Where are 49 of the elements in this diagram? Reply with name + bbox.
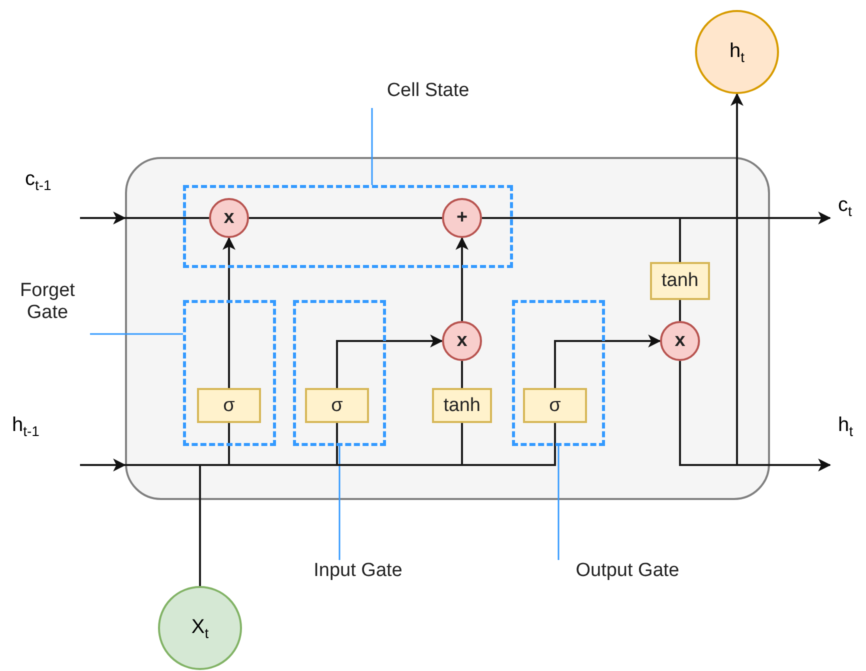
leader-line: [90, 333, 183, 335]
arrow: [222, 236, 236, 388]
connector-line: [249, 217, 442, 219]
gate-region: [293, 300, 386, 446]
activation-box: [432, 388, 492, 423]
activation-box: [305, 388, 369, 423]
connector-line: [679, 300, 681, 321]
leader-line: [338, 446, 340, 560]
gate-label: Forget Gate: [19, 280, 76, 324]
operation-circle: [442, 321, 482, 361]
connector-line: [482, 217, 681, 262]
activation-box: [650, 262, 710, 300]
gate-region: [512, 300, 605, 446]
operator-label: x: [224, 207, 234, 229]
operator-label: x: [456, 330, 468, 352]
function-label: σ: [331, 394, 343, 416]
gate-region: [183, 300, 276, 446]
operation-circle: [209, 198, 249, 238]
gate-label: Cell State: [386, 80, 470, 102]
arrow: [80, 458, 126, 472]
state-label: h$_{t}$: [838, 414, 854, 436]
leader-line: [558, 446, 560, 560]
operator-label: +: [456, 207, 468, 229]
cell-background: [125, 157, 770, 500]
connector-line: [124, 422, 556, 587]
state-label: c$_{t-1}$: [25, 168, 52, 190]
activation-box: [197, 388, 261, 423]
arrow: [554, 334, 662, 388]
arrow: [456, 236, 468, 321]
operation-circle: [442, 198, 482, 238]
arrow: [336, 334, 444, 388]
leader-line: [371, 108, 373, 185]
gate-region: [183, 185, 513, 268]
function-label: σ: [223, 394, 235, 416]
state-label: h$_{t}$: [729, 40, 744, 64]
gate-label: Input Gate: [314, 560, 402, 582]
state-label: h$_{t-1}$: [12, 414, 40, 436]
operation-circle: [660, 321, 700, 361]
activation-box: [523, 388, 587, 423]
state-label: X$_{t}$: [191, 616, 209, 640]
function-label: σ: [549, 394, 561, 416]
connector-line: [461, 361, 463, 388]
function-label: tanh: [662, 270, 698, 292]
function-label: tanh: [444, 394, 480, 416]
state-label: c$_{t}$: [838, 194, 852, 216]
operator-label: x: [674, 330, 686, 352]
arrow: [80, 212, 126, 224]
connector-line: [124, 217, 209, 219]
gate-label: Output Gate: [576, 560, 680, 582]
